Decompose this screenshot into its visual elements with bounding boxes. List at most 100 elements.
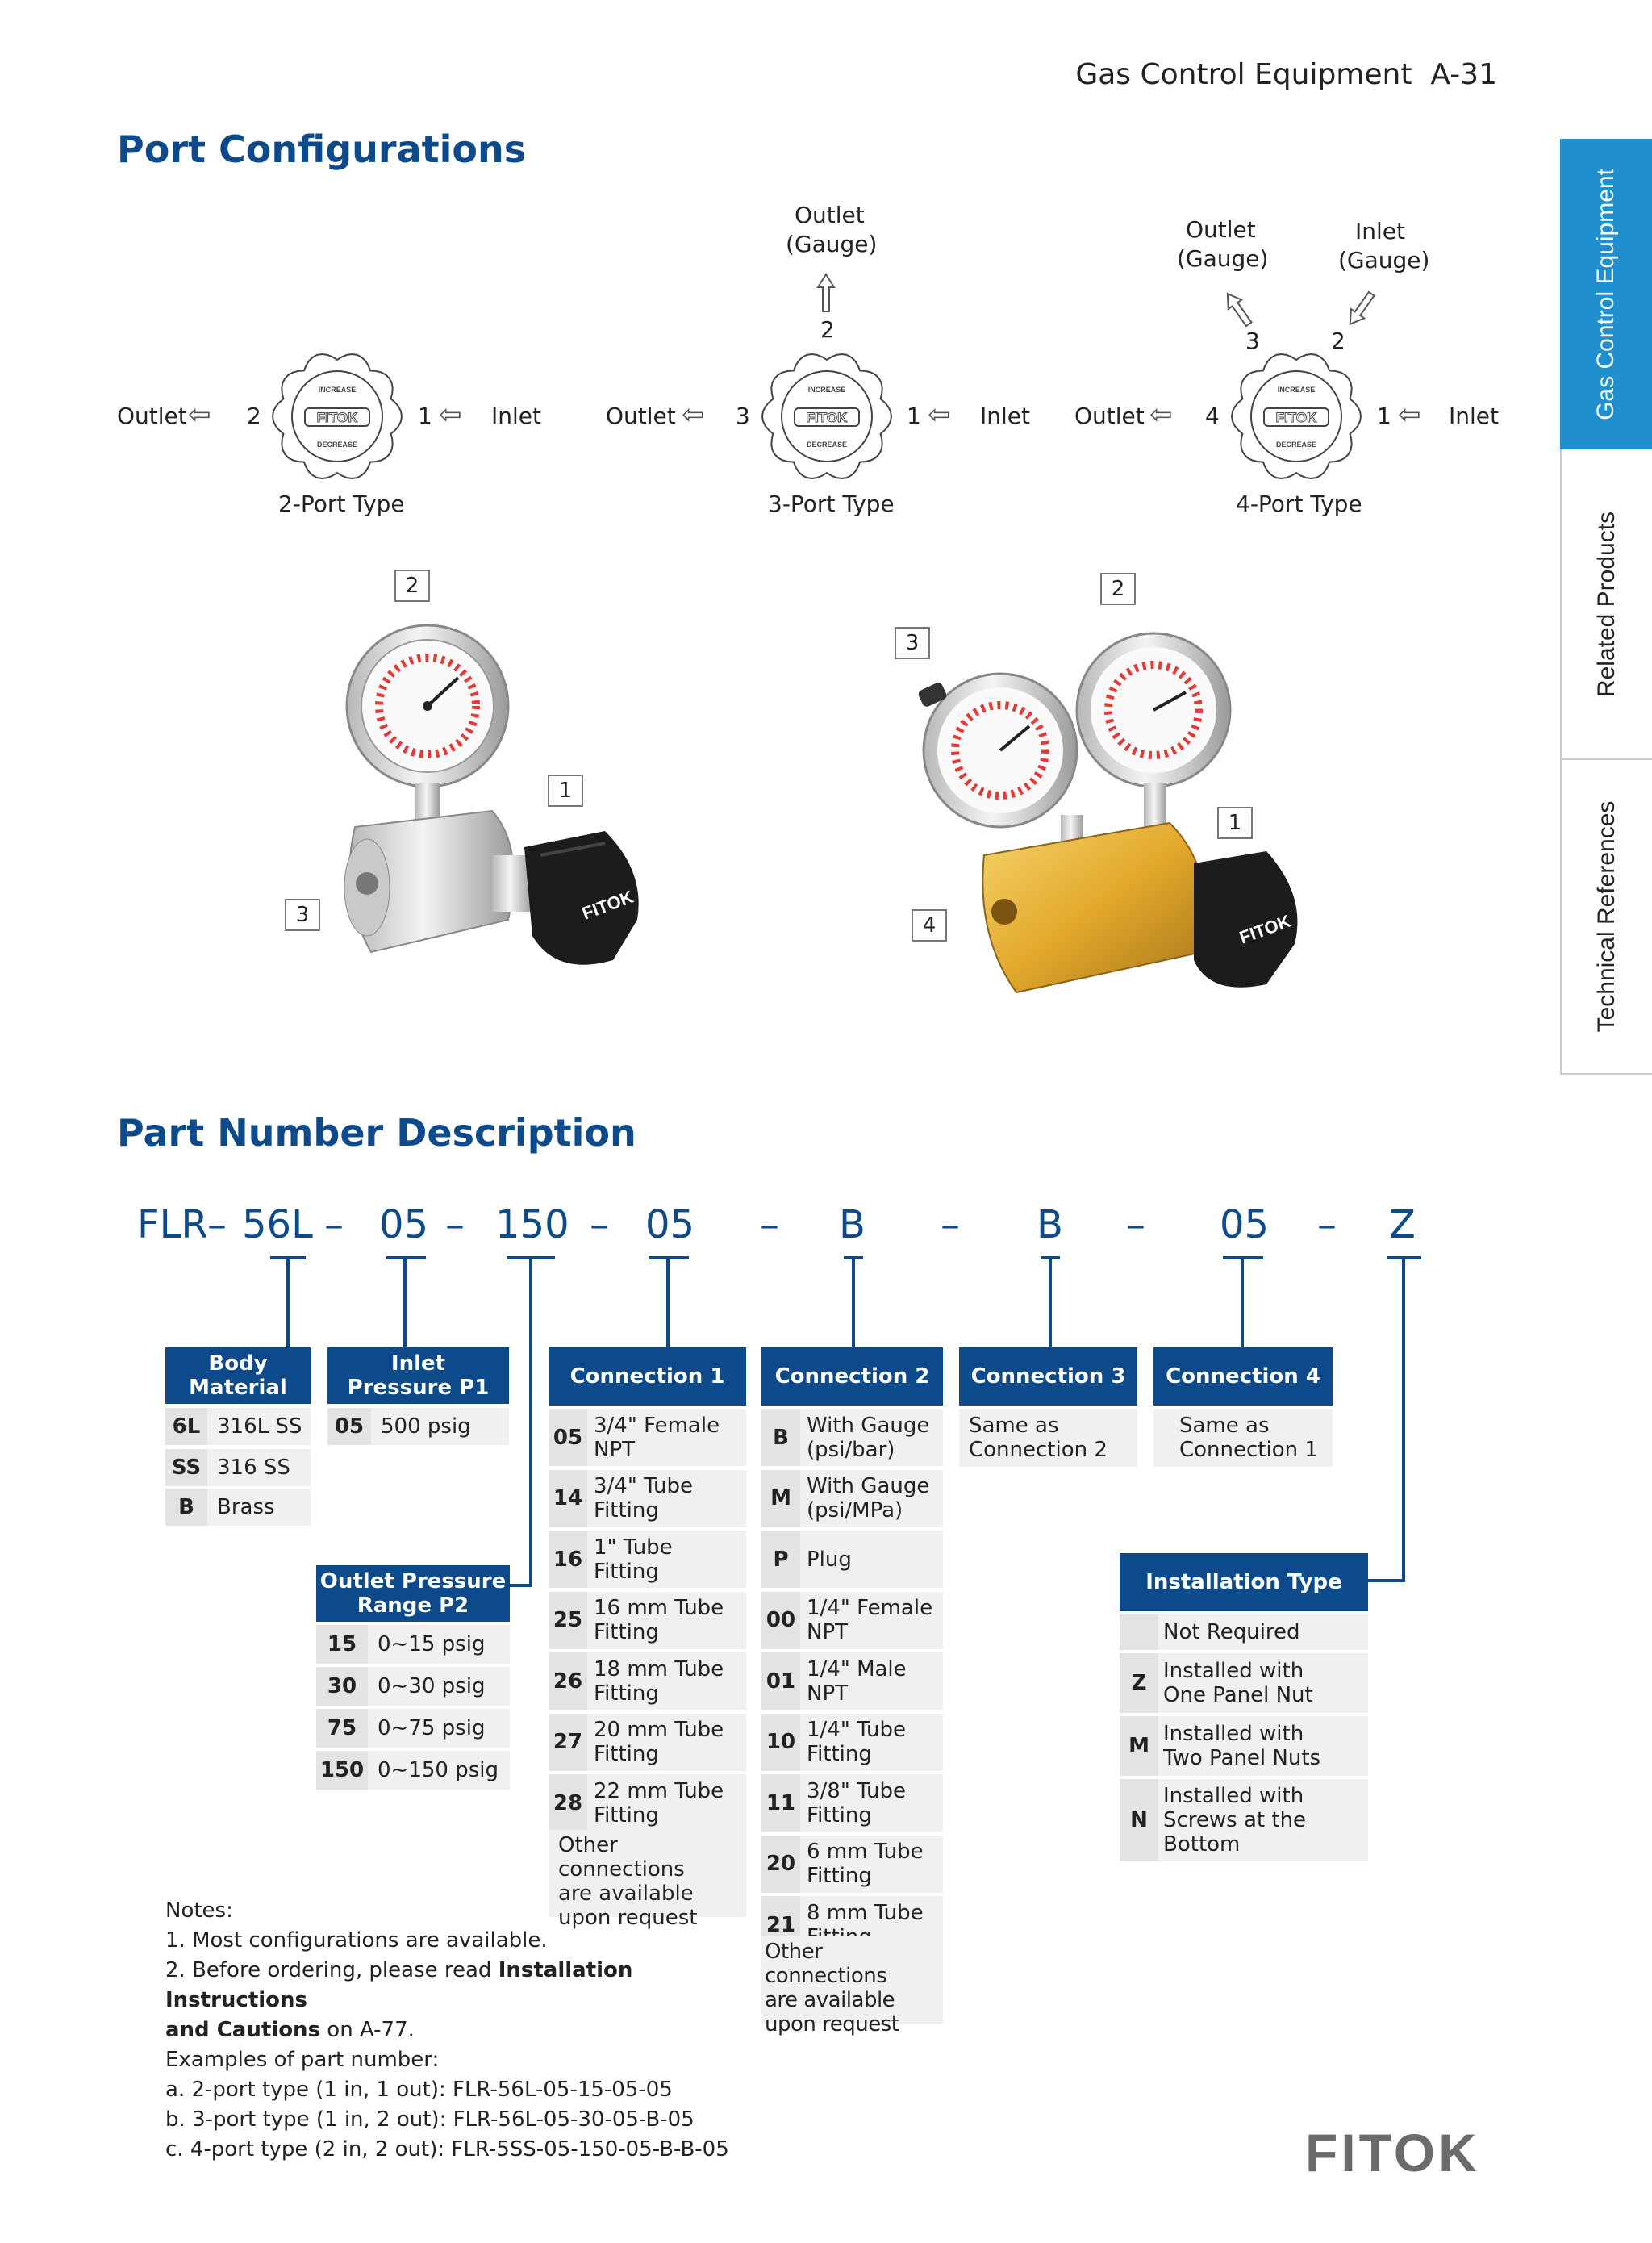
table-row: 150 0~150 psig <box>316 1751 510 1790</box>
connector-line <box>1402 1256 1405 1582</box>
regulator-photo-stainless: FITOK <box>344 624 639 965</box>
outlet-header-line-2: Range P2 <box>357 1593 469 1618</box>
connector-line <box>1241 1256 1244 1347</box>
pn-code-outlet: 150 <box>495 1202 569 1247</box>
pn-code-conn4: 05 <box>1220 1202 1270 1247</box>
row-value-line: One Panel Nut <box>1163 1683 1313 1707</box>
row-value: 500 psig <box>371 1408 509 1445</box>
row-value-line: 18 mm Tube <box>594 1656 724 1681</box>
knob-icon: FITOK INCREASE DECREASE <box>761 353 893 480</box>
three-port-top-label: Outlet <box>795 202 865 228</box>
row-value: 316L SS <box>207 1408 311 1445</box>
row-code: 30 <box>316 1667 368 1706</box>
pn-code-install: Z <box>1389 1202 1416 1247</box>
notes-title: Notes: <box>165 1898 233 1923</box>
row-value-line: Fitting <box>594 1681 659 1706</box>
row-code: 20 <box>761 1835 800 1893</box>
table-row: Z Installed with One Panel Nut <box>1120 1653 1368 1713</box>
connection-1-header: Connection 1 <box>549 1347 746 1406</box>
four-port-num-1: 1 <box>1377 403 1391 429</box>
row-code: B <box>165 1489 207 1526</box>
arrow-left-icon: ⇦ <box>188 399 211 431</box>
connector-line <box>1368 1579 1405 1582</box>
two-port-outlet-label: Outlet <box>117 403 187 429</box>
other-note-line: Other connections <box>765 1940 887 1988</box>
row-value-line: Fitting <box>594 1498 659 1522</box>
side-tab-label: Gas Control Equipment <box>1592 168 1619 420</box>
table-row: 15 0~15 psig <box>316 1625 510 1664</box>
row-code: Z <box>1120 1653 1158 1713</box>
row-value: 316 SS <box>207 1449 311 1486</box>
svg-text:INCREASE: INCREASE <box>808 386 846 394</box>
table-row: 30 0~30 psig <box>316 1667 510 1706</box>
row-value-line: 3/8" Tube <box>807 1778 906 1803</box>
row-value-line: Screws at the <box>1163 1808 1307 1832</box>
svg-text:DECREASE: DECREASE <box>1276 441 1316 449</box>
two-port-caption: 2-Port Type <box>278 491 405 517</box>
row-code: 28 <box>549 1774 587 1832</box>
row-value-line: With Gauge <box>807 1413 930 1438</box>
row-code: 05 <box>327 1408 371 1445</box>
row-value: Installed with One Panel Nut <box>1158 1653 1368 1713</box>
row-value-line: NPT <box>594 1437 636 1462</box>
note-text: 2. Before ordering, please read <box>165 1958 499 1982</box>
note-link-cautions[interactable]: and Cautions <box>165 2018 321 2042</box>
pn-dash: – <box>445 1202 465 1247</box>
body-material-header: Body Material <box>165 1347 311 1404</box>
photo-a-callout-1: 1 <box>548 775 583 807</box>
three-port-inlet-label: Inlet <box>980 403 1030 429</box>
connector-line <box>666 1256 670 1347</box>
row-value: 0~30 psig <box>368 1667 510 1706</box>
row-value-line: Fitting <box>594 1620 659 1644</box>
arrow-left-icon: ⇦ <box>1149 399 1173 431</box>
connector-line <box>529 1256 532 1587</box>
photo-b-callout-4: 4 <box>912 909 947 942</box>
row-value: 0~150 psig <box>368 1751 510 1790</box>
row-code: 25 <box>549 1591 587 1649</box>
row-value-line: 1" Tube <box>594 1535 673 1560</box>
side-tab-label: Technical References <box>1593 800 1620 1033</box>
inlet-header-line-2: Pressure P1 <box>347 1376 490 1400</box>
four-port-tr-label: Inlet <box>1355 218 1405 244</box>
row-value-line: Installed with <box>1163 1722 1304 1746</box>
svg-text:INCREASE: INCREASE <box>1278 386 1316 394</box>
row-value: With Gauge(psi/MPa) <box>800 1469 943 1527</box>
three-port-num-2: 2 <box>820 316 835 343</box>
photo-b-callout-1: 1 <box>1217 807 1253 839</box>
row-code: 6L <box>165 1408 207 1445</box>
row-value: 0~75 psig <box>368 1709 510 1748</box>
row-value-line: With Gauge <box>807 1474 930 1498</box>
photo-b-callout-2: 2 <box>1100 573 1136 605</box>
row-value-line: 22 mm Tube <box>594 1778 724 1803</box>
svg-text:FITOK: FITOK <box>807 410 848 425</box>
side-tab-technical-references[interactable]: Technical References <box>1560 760 1652 1075</box>
side-tab-gas-control[interactable]: Gas Control Equipment <box>1560 139 1652 449</box>
three-port-num-3: 3 <box>736 403 750 429</box>
row-value-line: 1/4" Tube <box>807 1718 906 1742</box>
header-section: Gas Control Equipment <box>1075 58 1412 91</box>
fitok-logo: FITOK <box>1305 2123 1480 2182</box>
part-number-title: Part Number Description <box>117 1111 636 1155</box>
note-link-installation[interactable]: Installation Instructions <box>165 1958 633 2012</box>
arrow-up-icon <box>816 273 836 312</box>
three-port-top-label-2: (Gauge) <box>786 231 878 257</box>
side-tab-related-products[interactable]: Related Products <box>1560 449 1652 760</box>
svg-text:DECREASE: DECREASE <box>807 441 847 449</box>
pn-dash: – <box>941 1202 960 1247</box>
arrow-left-icon: ⇦ <box>682 399 705 431</box>
outlet-header-line-1: Outlet Pressure <box>319 1569 507 1593</box>
note-item: and Cautions on A-77. <box>165 2015 746 2045</box>
row-code: 10 <box>761 1713 800 1771</box>
row-value-line: 16 mm Tube <box>594 1596 724 1620</box>
